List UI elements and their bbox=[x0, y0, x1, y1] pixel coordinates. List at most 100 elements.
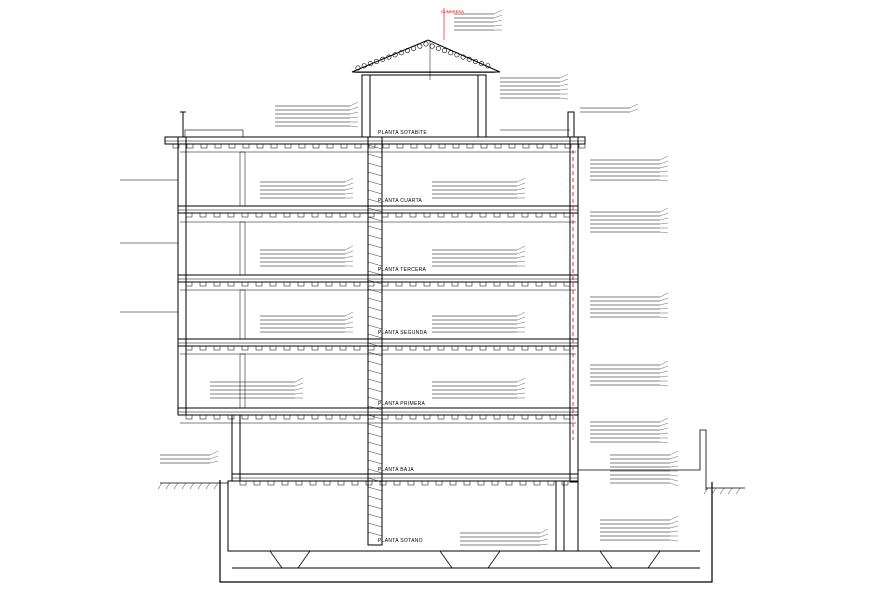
ground-hatch bbox=[711, 487, 717, 495]
joist bbox=[339, 414, 347, 420]
joist bbox=[381, 345, 389, 351]
room-notes-5-tick-2 bbox=[516, 321, 526, 325]
right-notes-3-tick-5 bbox=[659, 384, 669, 387]
ground-hatch bbox=[189, 482, 195, 490]
right-notes-2-tick-3 bbox=[659, 307, 669, 310]
stair-step bbox=[367, 270, 383, 276]
ridge-notes-tick-0 bbox=[493, 9, 503, 15]
right-notes-1-tick-0 bbox=[659, 207, 669, 213]
foundation-outline bbox=[219, 480, 713, 583]
joist bbox=[283, 212, 291, 218]
ground-hatch bbox=[703, 487, 709, 495]
roof-notes-left-tick-1 bbox=[349, 106, 359, 111]
joist bbox=[493, 414, 501, 420]
stair-step bbox=[367, 207, 383, 213]
joist bbox=[311, 414, 319, 420]
stair-step bbox=[367, 279, 383, 285]
room-notes-3-tick-1 bbox=[516, 250, 526, 255]
ground-hatch bbox=[157, 482, 163, 490]
stair-step bbox=[367, 486, 383, 492]
joist bbox=[421, 480, 429, 486]
joist bbox=[199, 345, 207, 351]
annex-notes-tick-3 bbox=[669, 465, 679, 468]
joist bbox=[185, 414, 193, 420]
joist bbox=[256, 143, 264, 149]
penthouse-wall-right bbox=[477, 74, 487, 138]
joist bbox=[451, 212, 459, 218]
joist bbox=[312, 143, 320, 149]
right-parapet bbox=[567, 111, 575, 138]
slab-atico bbox=[164, 136, 586, 145]
basement-notes-tick-5 bbox=[669, 539, 679, 542]
right-notes-4-tick-2 bbox=[659, 427, 669, 431]
joist bbox=[283, 281, 291, 287]
ground-notes-left-tick-2 bbox=[209, 460, 219, 464]
room-notes-4-tick-2 bbox=[344, 321, 354, 325]
stair-step bbox=[367, 513, 383, 519]
joist bbox=[185, 212, 193, 218]
basement-column bbox=[555, 480, 565, 552]
joist bbox=[535, 212, 543, 218]
joist bbox=[521, 281, 529, 287]
joist bbox=[227, 281, 235, 287]
joist bbox=[395, 414, 403, 420]
interior-column-1 bbox=[239, 221, 246, 276]
joist bbox=[185, 281, 193, 287]
roof-notes-left-tick-0 bbox=[349, 101, 359, 107]
room-notes-1-tick-1 bbox=[516, 182, 526, 187]
joist bbox=[255, 414, 263, 420]
joist bbox=[563, 345, 571, 351]
ground-hatch bbox=[735, 487, 741, 495]
joist bbox=[563, 212, 571, 218]
roof-tile bbox=[435, 45, 441, 51]
right-notes-2-tick-0 bbox=[659, 292, 669, 298]
joist bbox=[214, 143, 222, 149]
stair-step bbox=[367, 423, 383, 429]
joist bbox=[227, 212, 235, 218]
joist bbox=[424, 143, 432, 149]
footing-1 bbox=[439, 550, 501, 569]
terrace-finish bbox=[184, 129, 244, 138]
room-notes-0-tick-0 bbox=[344, 177, 354, 183]
roof-tile bbox=[398, 50, 404, 56]
stair-step bbox=[367, 333, 383, 339]
joist bbox=[311, 212, 319, 218]
roof-tile bbox=[380, 56, 386, 62]
joist bbox=[381, 281, 389, 287]
basement-notes-tick-1 bbox=[669, 520, 679, 525]
joist bbox=[381, 212, 389, 218]
ground-hatch bbox=[719, 487, 725, 495]
interior-column-0 bbox=[239, 151, 246, 207]
roof-notes-left-tick-3 bbox=[349, 116, 359, 119]
joist bbox=[561, 480, 569, 486]
joist bbox=[255, 281, 263, 287]
joist bbox=[493, 345, 501, 351]
right-notes-0-tick-5 bbox=[659, 179, 669, 182]
ground-hatch bbox=[727, 487, 733, 495]
stair-step bbox=[367, 378, 383, 384]
stair-step bbox=[367, 468, 383, 474]
ground-hatch bbox=[213, 482, 219, 490]
joist bbox=[423, 212, 431, 218]
joist bbox=[172, 143, 180, 149]
joist bbox=[409, 345, 417, 351]
room-notes-7-tick-1 bbox=[516, 382, 526, 387]
basement-notes-tick-0 bbox=[669, 515, 679, 521]
right-notes-4-tick-1 bbox=[659, 422, 669, 427]
roof-notes-right-tick-0 bbox=[559, 73, 569, 79]
penthouse-block bbox=[361, 74, 487, 138]
roof-notes-right-tick-2 bbox=[559, 83, 569, 87]
penthouse-wall-left bbox=[361, 74, 371, 138]
joist bbox=[535, 281, 543, 287]
room-notes-4-tick-0 bbox=[344, 311, 354, 317]
stair-step bbox=[367, 396, 383, 402]
room-notes-0-tick-1 bbox=[344, 182, 354, 187]
joist bbox=[186, 143, 194, 149]
joist bbox=[395, 281, 403, 287]
joist bbox=[367, 414, 375, 420]
room-notes-1-tick-3 bbox=[516, 192, 526, 195]
joist bbox=[325, 212, 333, 218]
joist bbox=[423, 281, 431, 287]
joist bbox=[479, 345, 487, 351]
stair-step bbox=[367, 243, 383, 249]
